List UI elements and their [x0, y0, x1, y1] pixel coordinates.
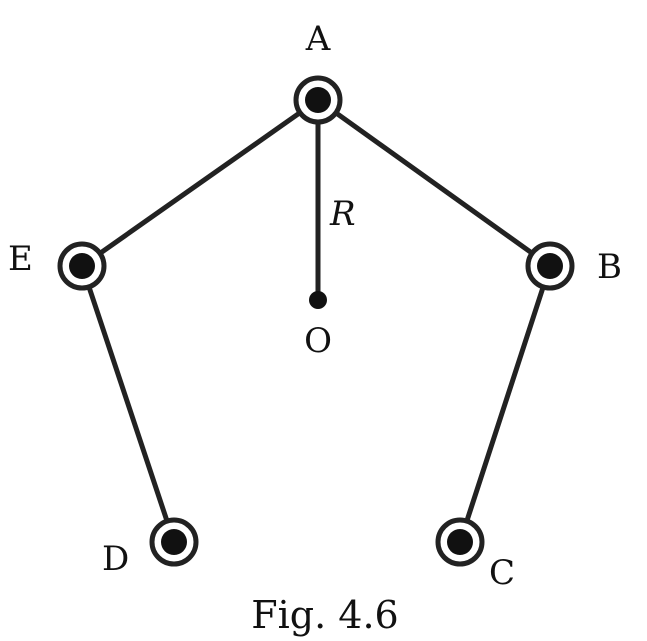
line-b-c — [457, 263, 553, 545]
charge-c — [435, 517, 485, 567]
charge-b — [525, 241, 575, 291]
center-point — [309, 291, 327, 309]
charge-a — [293, 75, 343, 125]
line-a-b — [315, 97, 553, 269]
label-d: D — [102, 539, 129, 579]
line-e-d — [79, 263, 177, 545]
label-c: C — [489, 553, 515, 593]
label-a: A — [305, 19, 331, 59]
center-label: O — [304, 321, 332, 361]
label-e: E — [8, 239, 33, 279]
charge-d — [149, 517, 199, 567]
charge-c-dot — [447, 529, 473, 555]
radius-label: R — [329, 194, 356, 234]
charge-b-dot — [537, 253, 563, 279]
line-a-e — [79, 97, 321, 269]
label-b: B — [597, 247, 622, 287]
charge-a-dot — [305, 87, 331, 113]
figure-caption: Fig. 4.6 — [251, 593, 398, 637]
charge-d-dot — [161, 529, 187, 555]
diagram-lines — [79, 97, 553, 545]
charge-e — [57, 241, 107, 291]
charge-e-dot — [69, 253, 95, 279]
